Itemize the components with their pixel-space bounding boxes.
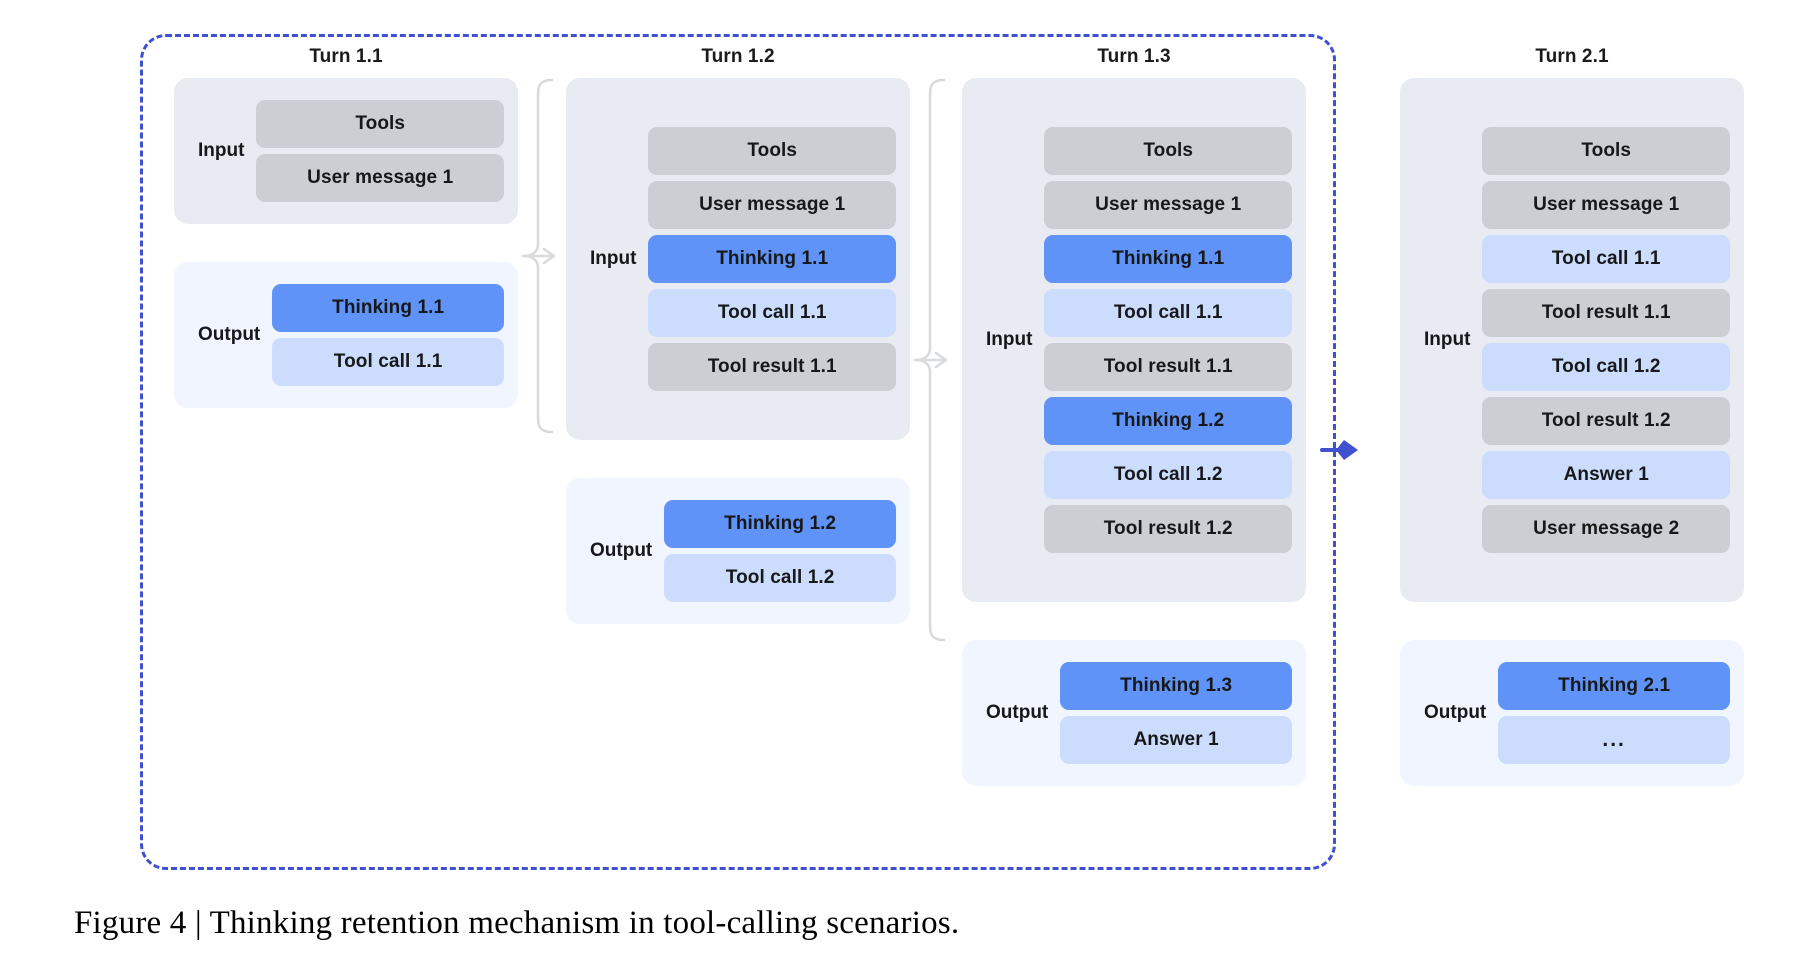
chip-thinking-1-3[interactable]: Thinking 1.3 [1060, 662, 1292, 710]
output-label: Output [590, 540, 653, 561]
input-label: Input [986, 329, 1033, 350]
chip-tool-call-1-1[interactable]: Tool call 1.1 [648, 289, 896, 337]
chip-thinking-2-1[interactable]: Thinking 2.1 [1498, 662, 1730, 710]
turn-column-1-3: Turn 1.3 Input Tools User message 1 Thin… [962, 46, 1306, 786]
chip-user-message-1[interactable]: User message 1 [648, 181, 896, 229]
turn-1-2-input-panel: Input Tools User message 1 Thinking 1.1 … [566, 78, 910, 440]
turn-1-1-input-items: Tools User message 1 [256, 100, 504, 202]
turn-column-2-1: Turn 2.1 Input Tools User message 1 Tool… [1400, 46, 1744, 786]
turn-1-3-input-items: Tools User message 1 Thinking 1.1 Tool c… [1044, 127, 1292, 553]
session-transition-arrow-icon [1320, 440, 1358, 460]
input-label: Input [1424, 329, 1471, 350]
turn-1-2-input-items: Tools User message 1 Thinking 1.1 Tool c… [648, 127, 896, 391]
turn-title: Turn 1.1 [309, 46, 383, 67]
brace-connector-1-1-to-1-2 [521, 78, 556, 434]
chip-tools[interactable]: Tools [1482, 127, 1730, 175]
chip-tool-result-1-1[interactable]: Tool result 1.1 [1044, 343, 1292, 391]
turn-1-2-output-items: Thinking 1.2 Tool call 1.2 [664, 500, 896, 602]
turn-column-1-2: Turn 1.2 Input Tools User message 1 Thin… [566, 46, 910, 624]
chip-thinking-1-1[interactable]: Thinking 1.1 [272, 284, 504, 332]
figure-caption: Figure 4 | Thinking retention mechanism … [74, 905, 960, 941]
chip-tool-result-1-2[interactable]: Tool result 1.2 [1044, 505, 1292, 553]
turns-area: Turn 1.1 Input Tools User message 1 Outp… [174, 46, 1744, 786]
input-label: Input [590, 248, 637, 269]
turn-1-3-output-items: Thinking 1.3 Answer 1 [1060, 662, 1292, 764]
chip-thinking-1-1[interactable]: Thinking 1.1 [1044, 235, 1292, 283]
chip-user-message-2[interactable]: User message 2 [1482, 505, 1730, 553]
turn-2-1-input-panel: Input Tools User message 1 Tool call 1.1… [1400, 78, 1744, 602]
chip-thinking-1-2[interactable]: Thinking 1.2 [664, 500, 896, 548]
chip-tool-call-1-1[interactable]: Tool call 1.1 [1482, 235, 1730, 283]
turn-1-3-output-panel: Output Thinking 1.3 Answer 1 [962, 640, 1306, 786]
turn-1-2-output-panel: Output Thinking 1.2 Tool call 1.2 [566, 478, 910, 624]
chip-answer-1[interactable]: Answer 1 [1060, 716, 1292, 764]
turn-2-1-input-items: Tools User message 1 Tool call 1.1 Tool … [1482, 127, 1730, 553]
chip-ellipsis[interactable]: ... [1498, 716, 1730, 764]
turn-column-1-1: Turn 1.1 Input Tools User message 1 Outp… [174, 46, 518, 408]
turn-title: Turn 2.1 [1535, 46, 1609, 67]
chip-tools[interactable]: Tools [1044, 127, 1292, 175]
chip-tool-call-1-2[interactable]: Tool call 1.2 [1044, 451, 1292, 499]
chip-answer-1[interactable]: Answer 1 [1482, 451, 1730, 499]
chip-thinking-1-2[interactable]: Thinking 1.2 [1044, 397, 1292, 445]
chip-tool-result-1-1[interactable]: Tool result 1.1 [648, 343, 896, 391]
chip-tool-call-1-1[interactable]: Tool call 1.1 [1044, 289, 1292, 337]
chip-tool-call-1-2[interactable]: Tool call 1.2 [1482, 343, 1730, 391]
turn-2-1-output-items: Thinking 2.1 ... [1498, 662, 1730, 764]
chip-user-message-1[interactable]: User message 1 [256, 154, 504, 202]
chip-tools[interactable]: Tools [256, 100, 504, 148]
output-label: Output [986, 702, 1049, 723]
turn-1-3-input-panel: Input Tools User message 1 Thinking 1.1 … [962, 78, 1306, 602]
turn-1-1-output-items: Thinking 1.1 Tool call 1.1 [272, 284, 504, 386]
turn-1-1-input-panel: Input Tools User message 1 [174, 78, 518, 224]
chip-tool-result-1-1[interactable]: Tool result 1.1 [1482, 289, 1730, 337]
chip-tool-call-1-1[interactable]: Tool call 1.1 [272, 338, 504, 386]
input-label: Input [198, 140, 245, 161]
output-label: Output [1424, 702, 1487, 723]
chip-user-message-1[interactable]: User message 1 [1044, 181, 1292, 229]
chip-tools[interactable]: Tools [648, 127, 896, 175]
turn-title: Turn 1.3 [1097, 46, 1171, 67]
chip-thinking-1-1[interactable]: Thinking 1.1 [648, 235, 896, 283]
turn-2-1-output-panel: Output Thinking 2.1 ... [1400, 640, 1744, 786]
brace-connector-1-2-to-1-3 [913, 78, 948, 642]
turn-1-1-output-panel: Output Thinking 1.1 Tool call 1.1 [174, 262, 518, 408]
chip-tool-call-1-2[interactable]: Tool call 1.2 [664, 554, 896, 602]
chip-user-message-1[interactable]: User message 1 [1482, 181, 1730, 229]
turn-title: Turn 1.2 [701, 46, 775, 67]
output-label: Output [198, 324, 261, 345]
chip-tool-result-1-2[interactable]: Tool result 1.2 [1482, 397, 1730, 445]
